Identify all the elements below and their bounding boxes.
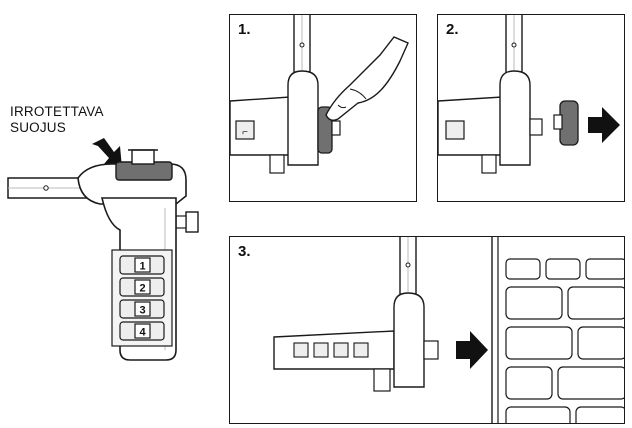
- dial-digit-1: 1: [139, 261, 145, 273]
- step-3-dials: [293, 342, 369, 358]
- step-3-panel: 3.: [229, 236, 625, 424]
- pointing-hand-icon: [325, 36, 409, 122]
- dial-2: 2: [119, 277, 165, 297]
- callout-line-1: IRROTETTAVA: [10, 104, 104, 119]
- step-3-label: 3.: [238, 243, 251, 260]
- callout-line-2: SUOJUS: [10, 120, 66, 135]
- step-2-panel: 2.: [437, 14, 625, 202]
- dial-3: 3: [119, 299, 165, 319]
- step-1-label: 1.: [238, 21, 251, 38]
- svg-text:⌐: ⌐: [242, 127, 248, 138]
- dial-digit-4: 4: [139, 327, 146, 339]
- step-2-label: 2.: [446, 21, 459, 38]
- dial-digit-2: 2: [139, 283, 145, 295]
- insert-arrow-icon: [456, 331, 488, 369]
- callout-arrow-icon: [92, 138, 122, 168]
- dial-digit-3: 3: [139, 305, 145, 317]
- step-1-panel: ⌐ 1.: [229, 14, 417, 202]
- callout-label: IRROTETTAVA SUOJUS: [10, 104, 104, 136]
- dial-4: 4: [119, 321, 165, 341]
- remove-arrow-icon: [588, 107, 620, 143]
- laptop-keyboard: [505, 258, 624, 423]
- dial-1: 1: [119, 255, 165, 275]
- lock-head: [77, 149, 199, 233]
- combination-dials: 1 2 3 4: [111, 249, 173, 347]
- lock-overview-illustration: 1 2 3 4: [7, 138, 199, 361]
